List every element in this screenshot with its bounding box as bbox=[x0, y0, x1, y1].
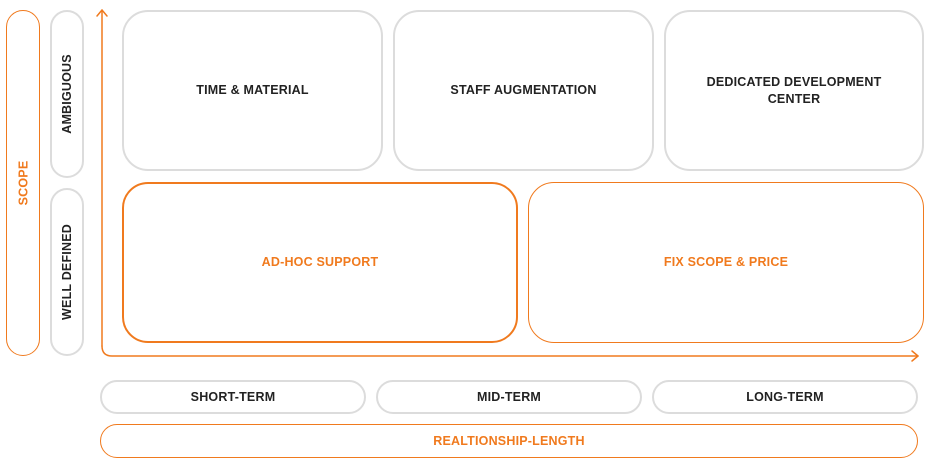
model-fix-scope-price: FIX SCOPE & PRICE bbox=[528, 182, 924, 343]
model-staff-augmentation: STAFF AUGMENTATION bbox=[393, 10, 654, 171]
model-time-material-label: TIME & MATERIAL bbox=[196, 83, 309, 97]
model-adhoc-support: AD-HOC SUPPORT bbox=[122, 182, 518, 343]
model-fix-scope-price-label: FIX SCOPE & PRICE bbox=[663, 255, 789, 269]
scope-level-ambiguous: AMBIGUOUS bbox=[50, 10, 84, 178]
y-axis-arrow bbox=[96, 9, 108, 347]
model-adhoc-support-label: AD-HOC SUPPORT bbox=[261, 255, 379, 269]
length-level-long-term: LONG-TERM bbox=[652, 380, 918, 414]
model-time-material: TIME & MATERIAL bbox=[122, 10, 383, 171]
length-level-mid-term: MID-TERM bbox=[376, 380, 642, 414]
model-dedicated-development-center: DEDICATED DEVELOPMENT CENTER bbox=[664, 10, 924, 171]
length-level-short-term: SHORT-TERM bbox=[100, 380, 366, 414]
model-staff-augmentation-label: STAFF AUGMENTATION bbox=[450, 83, 597, 97]
length-level-long-term-label: LONG-TERM bbox=[746, 390, 824, 404]
length-axis-title: REALTIONSHIP-LENGTH bbox=[100, 424, 918, 458]
scope-axis-title: SCOPE bbox=[6, 10, 40, 356]
x-axis-arrow bbox=[101, 345, 919, 362]
scope-level-well-defined: WELL DEFINED bbox=[50, 188, 84, 356]
model-dedicated-development-center-label: DEDICATED DEVELOPMENT CENTER bbox=[706, 74, 882, 106]
length-level-mid-term-label: MID-TERM bbox=[476, 390, 542, 404]
length-level-short-term-label: SHORT-TERM bbox=[190, 390, 276, 404]
length-axis-title-label: REALTIONSHIP-LENGTH bbox=[433, 434, 585, 448]
